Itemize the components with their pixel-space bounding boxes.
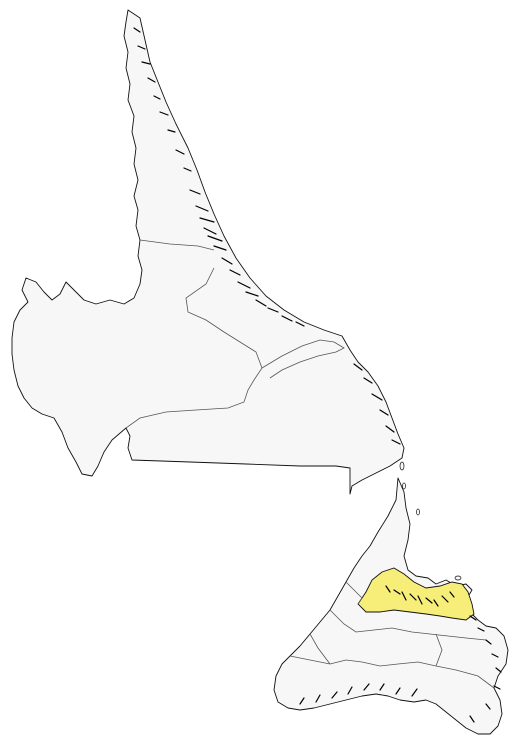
island-small-4 bbox=[416, 508, 420, 516]
lake-melville-shore bbox=[261, 339, 345, 379]
newfoundland-division-east bbox=[435, 633, 443, 667]
avalon-coast-inlets bbox=[469, 615, 502, 723]
newfoundland-division-west bbox=[309, 633, 331, 665]
island-small-1 bbox=[399, 461, 405, 471]
labrador-region[interactable] bbox=[11, 9, 405, 495]
southern-coast-inlets bbox=[299, 683, 418, 705]
newfoundland-division-south bbox=[289, 655, 495, 689]
labrador-division-north bbox=[139, 239, 215, 251]
island-small-2 bbox=[402, 482, 406, 490]
newfoundland-division-central bbox=[329, 609, 487, 641]
island-small-3 bbox=[454, 575, 462, 581]
notre-dame-bay-coast bbox=[385, 585, 455, 607]
labrador-coast-fjords bbox=[133, 27, 401, 445]
highlighted-region[interactable] bbox=[357, 567, 475, 621]
newfoundland-division-north bbox=[345, 581, 363, 605]
